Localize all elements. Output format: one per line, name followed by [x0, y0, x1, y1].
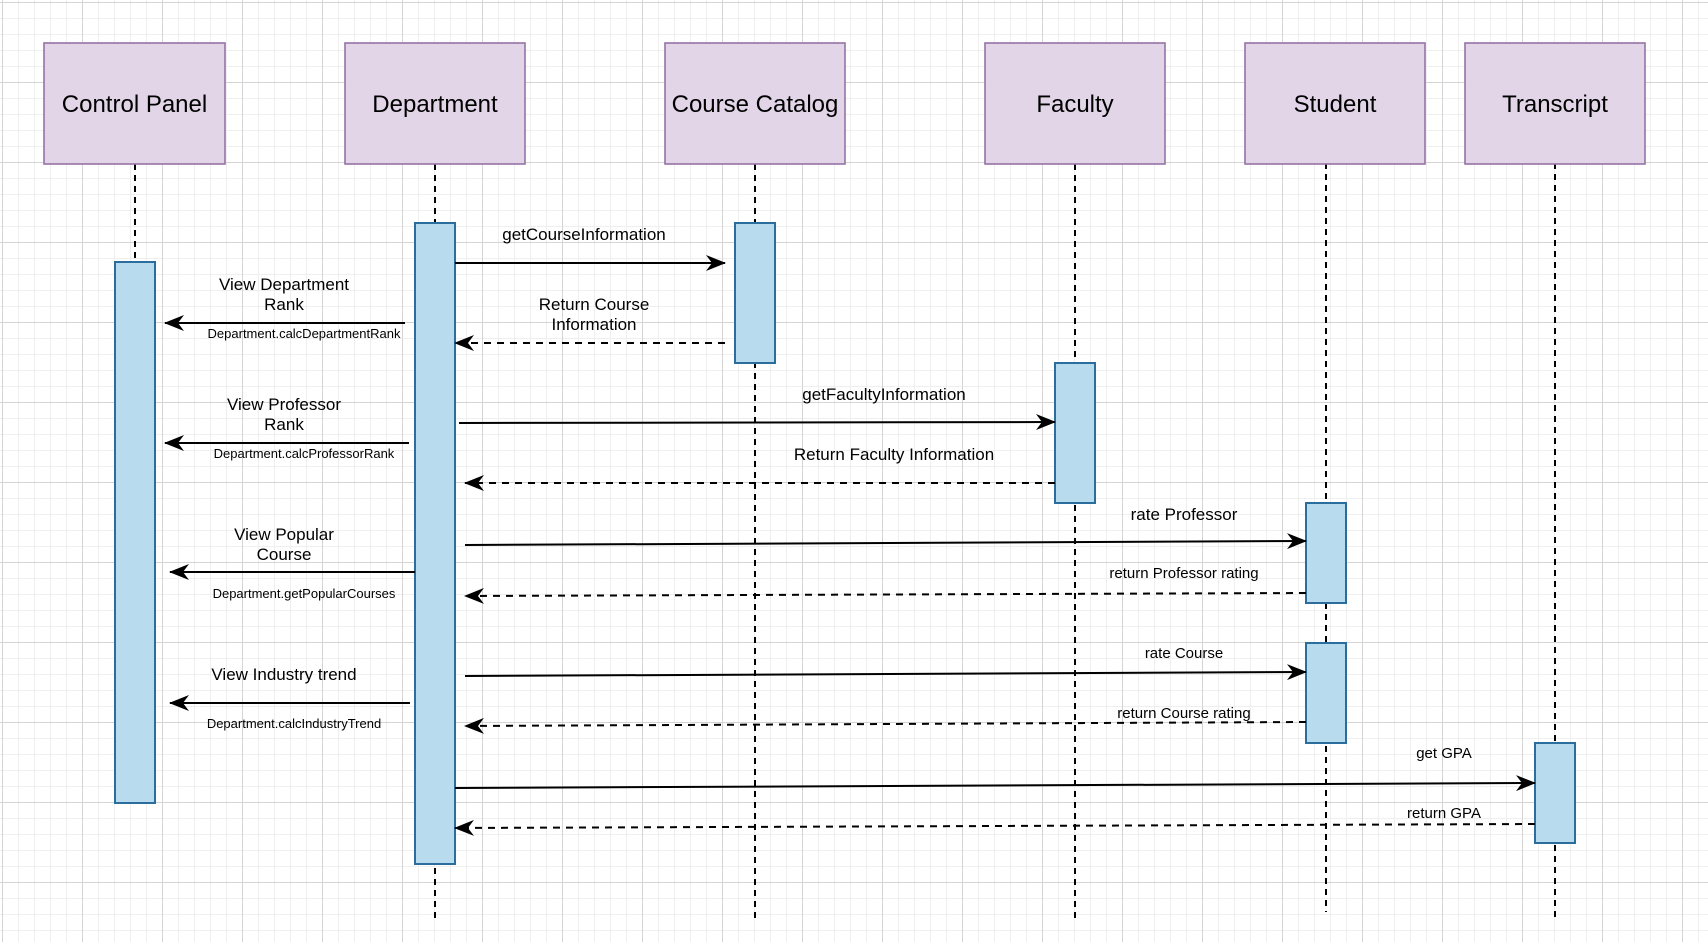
message-label-return-faculty-information: Return Faculty Information: [794, 445, 994, 464]
activation-department: [414, 222, 456, 865]
message-label-view-professor-rank-line1: View Professor: [227, 395, 341, 414]
message-arrow-return-gpa: [454, 819, 1536, 836]
message-label-view-popular-course-line2: Course: [257, 545, 312, 564]
message-arrow-get-gpa: [454, 775, 1536, 792]
message-arrow-get-faculty-information: [458, 414, 1056, 431]
message-label-return-course-information-line2: Information: [551, 315, 636, 334]
participant-control-panel: Control Panel: [43, 42, 226, 165]
message-sublabel-calc-professor-rank: Department.calcProfessorRank: [214, 446, 395, 461]
activation-course-catalog: [734, 222, 776, 364]
message-label-rate-course: rate Course: [1145, 645, 1223, 662]
participant-course-catalog: Course Catalog: [664, 42, 846, 165]
message-label-return-course-rating: return Course rating: [1117, 705, 1250, 722]
message-label-view-department-rank-line1: View Department: [219, 275, 349, 294]
message-label-get-faculty-information: getFacultyInformation: [802, 385, 965, 404]
message-sublabel-calc-department-rank: Department.calcDepartmentRank: [208, 326, 401, 341]
message-label-rate-professor: rate Professor: [1131, 505, 1238, 524]
participant-name: Course Catalog: [672, 91, 839, 118]
participant-transcript: Transcript: [1464, 42, 1646, 165]
participant-name: Faculty: [1036, 91, 1113, 118]
message-arrow-return-professor-rating: [464, 587, 1307, 604]
participant-department: Department: [344, 42, 526, 165]
message-label-get-course-information: getCourseInformation: [502, 225, 665, 244]
participant-student: Student: [1244, 42, 1426, 165]
message-label-return-course-information-line1: Return Course: [539, 295, 650, 314]
participant-name: Department: [372, 91, 498, 118]
activation-control-panel: [114, 261, 156, 804]
message-label-view-industry-trend: View Industry trend: [211, 665, 356, 684]
message-label-return-professor-rating: return Professor rating: [1109, 565, 1258, 582]
activation-transcript: [1534, 742, 1576, 844]
message-label-get-gpa: get GPA: [1416, 745, 1472, 762]
message-sublabel-get-popular-courses: Department.getPopularCourses: [213, 586, 396, 601]
participant-name: Control Panel: [62, 91, 207, 118]
message-label-view-professor-rank-line2: Rank: [264, 415, 304, 434]
activation-student-rate-course: [1305, 642, 1347, 744]
message-label-return-gpa: return GPA: [1407, 805, 1481, 822]
participant-name: Student: [1294, 91, 1377, 118]
message-label-view-department-rank-line2: Rank: [264, 295, 304, 314]
activation-faculty: [1054, 362, 1096, 504]
message-arrow-rate-professor: [464, 533, 1307, 550]
message-arrow-return-course-rating: [464, 717, 1307, 734]
message-arrow-rate-course: [464, 664, 1307, 681]
participant-name: Transcript: [1502, 91, 1608, 118]
participant-faculty: Faculty: [984, 42, 1166, 165]
message-sublabel-calc-industry-trend: Department.calcIndustryTrend: [207, 716, 381, 731]
activation-student-rate-professor: [1305, 502, 1347, 604]
message-label-view-popular-course-line1: View Popular: [234, 525, 334, 544]
